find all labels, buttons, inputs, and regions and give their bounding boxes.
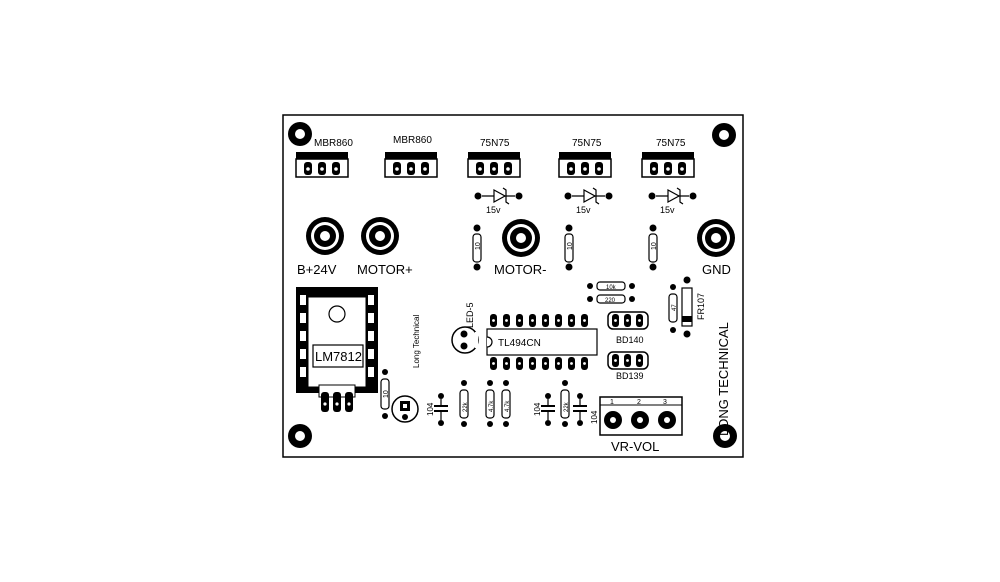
tl494cn-ic: TL494CN bbox=[486, 314, 598, 370]
svg-text:4.7k: 4.7k bbox=[489, 400, 495, 412]
resistor-47: 47 bbox=[668, 284, 678, 333]
terminal-gnd: GND bbox=[697, 219, 735, 277]
svg-text:B+24V: B+24V bbox=[297, 262, 337, 277]
resistor-10-a: 10 bbox=[472, 224, 482, 271]
svg-text:10k: 10k bbox=[606, 285, 617, 291]
svg-text:22k: 22k bbox=[564, 401, 570, 412]
mounting-hole-top-left bbox=[288, 122, 312, 146]
resistor-10-b: 10 bbox=[564, 224, 574, 271]
capacitor-104-b: 104 bbox=[533, 393, 555, 426]
capacitor-104-c: 104 bbox=[573, 393, 599, 426]
trimmer-pad bbox=[391, 395, 419, 423]
svg-text:75N75: 75N75 bbox=[480, 138, 510, 149]
mounting-hole-bottom-right bbox=[713, 424, 737, 448]
svg-text:2: 2 bbox=[637, 399, 641, 406]
resistor-10-c: 10 bbox=[648, 224, 658, 271]
svg-text:FR107: FR107 bbox=[696, 293, 706, 320]
terminal-motor-minus: MOTOR- bbox=[494, 219, 546, 277]
capacitor-104-a: 104 bbox=[426, 393, 448, 426]
lm7812-regulator: LM7812 bbox=[296, 287, 378, 412]
brand-small-label: Long Technical bbox=[412, 315, 421, 368]
svg-text:10: 10 bbox=[383, 390, 390, 398]
resistor-4-7k-b: 4.7k bbox=[501, 380, 511, 427]
svg-text:104: 104 bbox=[590, 410, 599, 424]
resistor-22k-b: 22k bbox=[560, 380, 570, 427]
resistor-4-7k-a: 4.7k bbox=[485, 380, 495, 427]
svg-text:75N75: 75N75 bbox=[656, 138, 686, 149]
svg-text:TL494CN: TL494CN bbox=[498, 338, 541, 349]
svg-text:47: 47 bbox=[672, 304, 678, 311]
svg-text:LM7812: LM7812 bbox=[315, 349, 362, 364]
mosfet-75n75-1: 75N75 bbox=[467, 138, 521, 178]
svg-text:104: 104 bbox=[426, 402, 435, 416]
led-5: LED-5 bbox=[451, 302, 479, 354]
mbr860-diode-1: MBR860 bbox=[295, 138, 353, 178]
zener-diode-3: 15v bbox=[648, 187, 697, 215]
diode-fr107: FR107 bbox=[681, 276, 706, 338]
svg-text:LED-5: LED-5 bbox=[465, 302, 475, 328]
potentiometer-vr-vol: 1 2 3 VR-VOL bbox=[599, 396, 683, 454]
mosfet-75n75-2: 75N75 bbox=[558, 138, 612, 178]
terminal-motor-plus: MOTOR+ bbox=[357, 217, 413, 277]
svg-text:15v: 15v bbox=[576, 205, 591, 215]
resistor-10-d: 10 bbox=[380, 369, 390, 419]
transistor-bd140: BD140 bbox=[607, 311, 649, 345]
resistor-220: 220 bbox=[587, 294, 635, 304]
svg-text:104: 104 bbox=[533, 402, 542, 416]
svg-text:MOTOR-: MOTOR- bbox=[494, 262, 546, 277]
brand-vertical-label: LONG TECHNICAL bbox=[716, 322, 731, 436]
svg-text:MBR860: MBR860 bbox=[314, 138, 353, 149]
mbr860-diode-2: MBR860 bbox=[384, 135, 438, 178]
svg-text:VR-VOL: VR-VOL bbox=[611, 439, 659, 454]
mosfet-75n75-3: 75N75 bbox=[641, 138, 695, 178]
transistor-bd139: BD139 bbox=[607, 351, 649, 381]
svg-text:BD139: BD139 bbox=[616, 371, 644, 381]
zener-diode-1: 15v bbox=[474, 187, 523, 215]
svg-text:10: 10 bbox=[567, 242, 574, 250]
resistor-22k-a: 22k bbox=[459, 380, 469, 427]
svg-text:MOTOR+: MOTOR+ bbox=[357, 262, 413, 277]
svg-text:GND: GND bbox=[702, 262, 731, 277]
svg-text:10: 10 bbox=[651, 242, 658, 250]
svg-text:BD140: BD140 bbox=[616, 335, 644, 345]
svg-text:15v: 15v bbox=[486, 205, 501, 215]
svg-text:1: 1 bbox=[610, 399, 614, 406]
svg-text:3: 3 bbox=[663, 399, 667, 406]
svg-text:75N75: 75N75 bbox=[572, 138, 602, 149]
svg-text:MBR860: MBR860 bbox=[393, 135, 432, 146]
resistor-10k: 10k bbox=[587, 281, 635, 291]
svg-text:15v: 15v bbox=[660, 205, 675, 215]
terminal-b24v: B+24V bbox=[297, 217, 344, 277]
svg-text:10: 10 bbox=[475, 242, 482, 250]
mounting-hole-top-right bbox=[712, 123, 736, 147]
zener-diode-2: 15v bbox=[564, 187, 613, 215]
svg-text:22k: 22k bbox=[463, 401, 469, 412]
mounting-hole-bottom-left bbox=[288, 424, 312, 448]
svg-text:4.7k: 4.7k bbox=[505, 400, 511, 412]
svg-text:220: 220 bbox=[605, 298, 616, 304]
